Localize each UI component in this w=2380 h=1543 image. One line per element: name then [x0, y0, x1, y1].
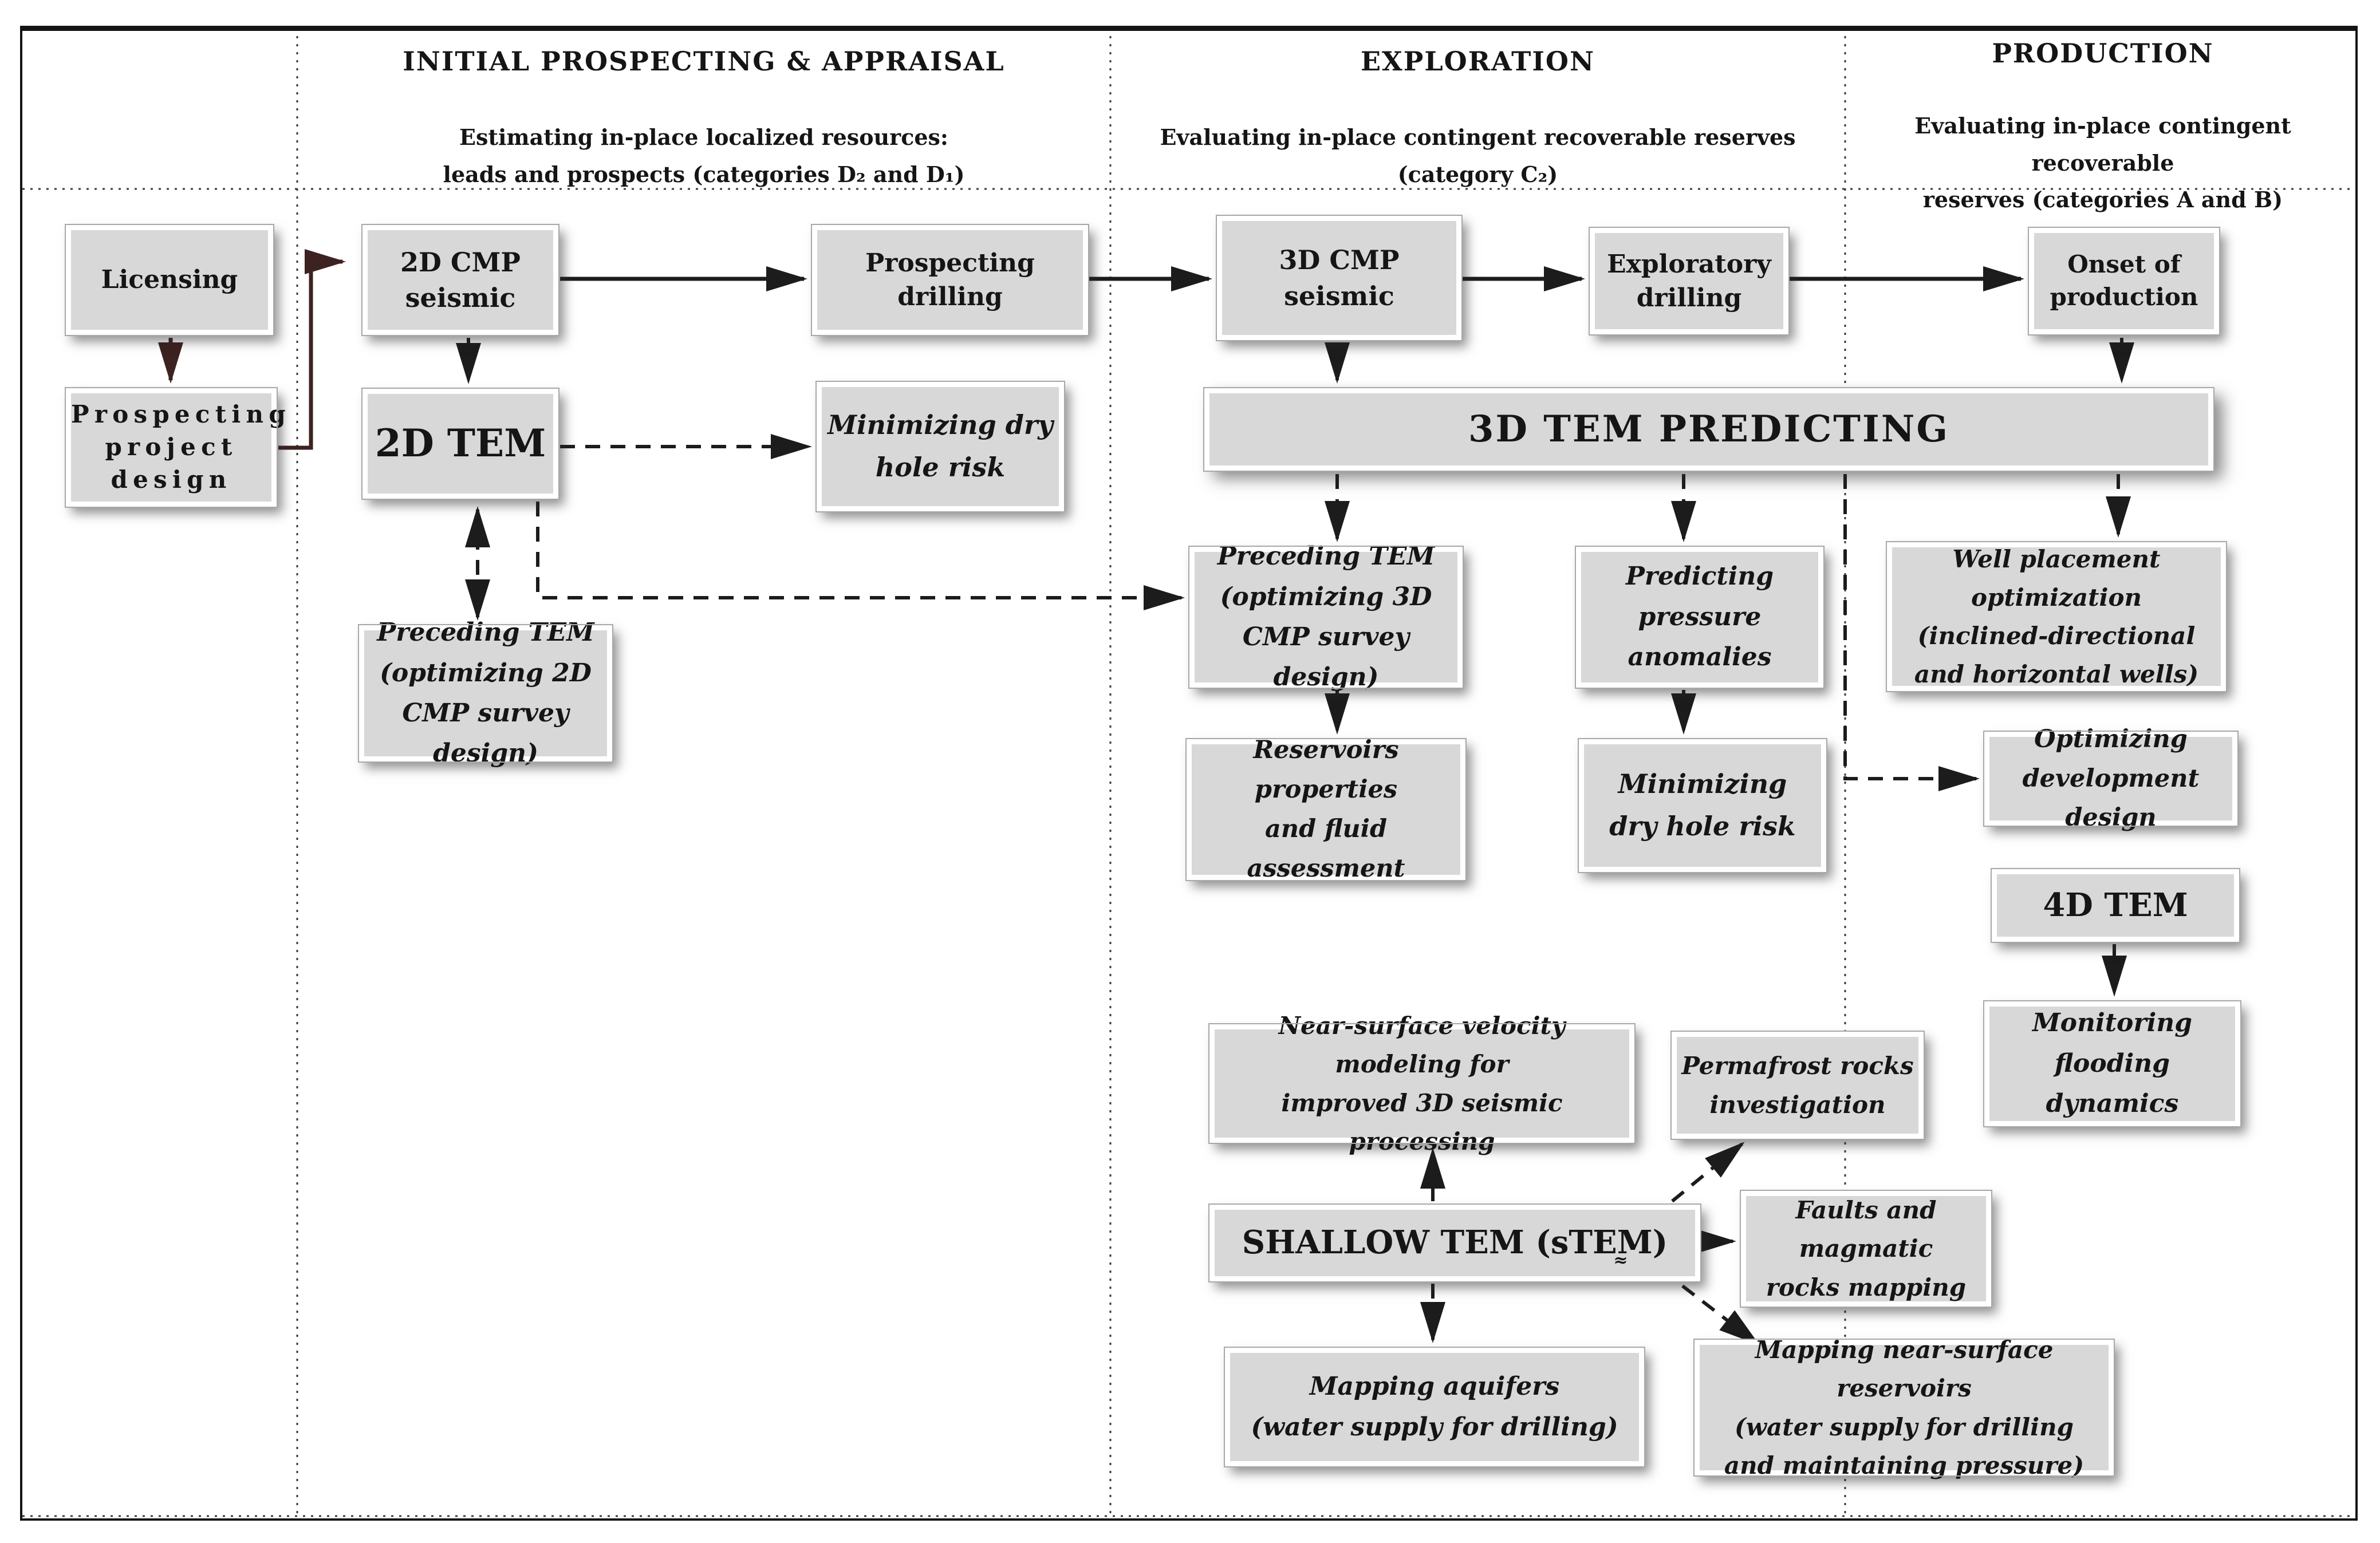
box-predicting-pressure-anomalies: Predicting pressure anomalies: [1575, 546, 1825, 689]
box-label-2d-tem: 2D TEM: [375, 421, 546, 466]
box-3d-cmp-seismic: 3D CMP seismic: [1216, 215, 1463, 341]
phase-header-production: PRODUCTION Evaluating in-place contingen…: [1862, 38, 2343, 212]
box-label-minimizing-dry-hole-risk-appraisal: Minimizing dry hole risk: [828, 409, 1053, 483]
box-minimizing-dry-hole-risk-appraisal: Minimizing dry hole risk: [815, 381, 1065, 512]
phase-title-exploration: EXPLORATION: [1360, 46, 1595, 77]
box-reservoirs-properties: Reservoirs properties and fluid assessme…: [1185, 736, 1467, 883]
box-label-preceding-tem-2d: Preceding TEM (optimizing 2D CMP survey …: [377, 618, 594, 768]
box-prospecting-drilling: Prospecting drilling: [811, 224, 1089, 336]
box-label-4d-tem: 4D TEM: [2043, 886, 2188, 924]
box-permafrost-rocks-investigation: Permafrost rocks investigation: [1670, 1031, 1925, 1140]
diagram-frame: [20, 26, 2358, 1521]
box-2d-tem: 2D TEM: [361, 388, 559, 500]
box-label-monitoring-flooding-dynamics: Monitoring flooding dynamics: [2032, 1008, 2193, 1119]
box-label-mapping-aquifers: Mapping aquifers (water supply for drill…: [1251, 1372, 1618, 1442]
box-mapping-aquifers: Mapping aquifers (water supply for drill…: [1224, 1347, 1645, 1467]
box-mapping-near-surface-reservoirs: Mapping near-surface reservoirs (water s…: [1693, 1336, 2115, 1479]
box-label-faults-magmatic-rocks-mapping: Faults and magmatic rocks mapping: [1766, 1196, 1967, 1301]
box-near-surface-velocity-modeling: Near-surface velocity modeling for impro…: [1208, 1012, 1636, 1155]
box-label-licensing: Licensing: [101, 265, 238, 295]
phase-header-exploration: EXPLORATION Evaluating in-place continge…: [1128, 46, 1828, 187]
box-2d-cmp-seismic: 2D CMP seismic: [361, 224, 559, 336]
box-label-reservoirs-properties: Reservoirs properties and fluid assessme…: [1247, 736, 1405, 883]
box-label-preceding-tem-3d: Preceding TEM (optimizing 3D CMP survey …: [1217, 542, 1435, 692]
box-label-permafrost-rocks-investigation: Permafrost rocks investigation: [1681, 1052, 1914, 1119]
box-label-optimizing-development-design: Optimizing development design: [2022, 724, 2200, 832]
box-label-3d-tem-predicting: 3D TEM PREDICTING: [1468, 407, 1950, 451]
box-label-onset-of-production: Onset of production: [2050, 250, 2198, 311]
box-label-well-placement-optimization: Well placement optimization (inclined-di…: [1914, 544, 2199, 689]
phase-header-initial-prospecting: INITIAL PROSPECTING & APPRAISAL Estimati…: [314, 46, 1093, 187]
approx-symbol-shallow-tem: ≈: [1613, 1250, 1628, 1270]
box-label-prospecting-project-design: Prospecting project design: [71, 400, 291, 494]
phase-subtitle-exploration: Evaluating in-place contingent recoverab…: [1160, 124, 1796, 187]
phase-subtitle-initial-prospecting: Estimating in-place localized resources:…: [443, 124, 965, 187]
box-label-predicting-pressure-anomalies: Predicting pressure anomalies: [1625, 562, 1774, 672]
box-prospecting-project-design: Prospecting project design: [65, 387, 291, 508]
box-label-3d-cmp-seismic: 3D CMP seismic: [1279, 244, 1400, 311]
box-label-minimizing-dry-hole-risk-exploration: Minimizing dry hole risk: [1609, 768, 1796, 842]
box-label-shallow-tem: SHALLOW TEM (sTEM): [1242, 1224, 1668, 1262]
box-shallow-tem: SHALLOW TEM (sTEM)≈: [1208, 1203, 1701, 1282]
box-onset-of-production: Onset of production: [2028, 227, 2220, 336]
box-label-exploratory-drilling: Exploratory drilling: [1607, 249, 1771, 313]
phase-subtitle-production: Evaluating in-place contingent recoverab…: [1914, 113, 2291, 213]
box-label-near-surface-velocity-modeling: Near-surface velocity modeling for impro…: [1278, 1012, 1566, 1155]
phase-title-production: PRODUCTION: [1992, 38, 2214, 69]
box-faults-magmatic-rocks-mapping: Faults and magmatic rocks mapping: [1740, 1190, 1992, 1308]
box-preceding-tem-3d: Preceding TEM (optimizing 3D CMP survey …: [1188, 542, 1464, 692]
box-exploratory-drilling: Exploratory drilling: [1589, 227, 1790, 336]
box-label-mapping-near-surface-reservoirs: Mapping near-surface reservoirs (water s…: [1724, 1336, 2085, 1479]
box-3d-tem-predicting: 3D TEM PREDICTING: [1203, 387, 2214, 472]
box-minimizing-dry-hole-risk-exploration: Minimizing dry hole risk: [1578, 738, 1827, 873]
box-4d-tem: 4D TEM: [1991, 868, 2240, 943]
box-licensing: Licensing: [65, 224, 274, 336]
box-label-2d-cmp-seismic: 2D CMP seismic: [400, 246, 521, 313]
box-label-prospecting-drilling: Prospecting drilling: [865, 248, 1035, 311]
box-well-placement-optimization: Well placement optimization (inclined-di…: [1886, 541, 2227, 692]
box-preceding-tem-2d: Preceding TEM (optimizing 2D CMP survey …: [358, 618, 613, 768]
box-monitoring-flooding-dynamics: Monitoring flooding dynamics: [1983, 1000, 2241, 1127]
phase-title-initial-prospecting: INITIAL PROSPECTING & APPRAISAL: [403, 46, 1005, 77]
box-optimizing-development-design: Optimizing development design: [1983, 725, 2239, 832]
